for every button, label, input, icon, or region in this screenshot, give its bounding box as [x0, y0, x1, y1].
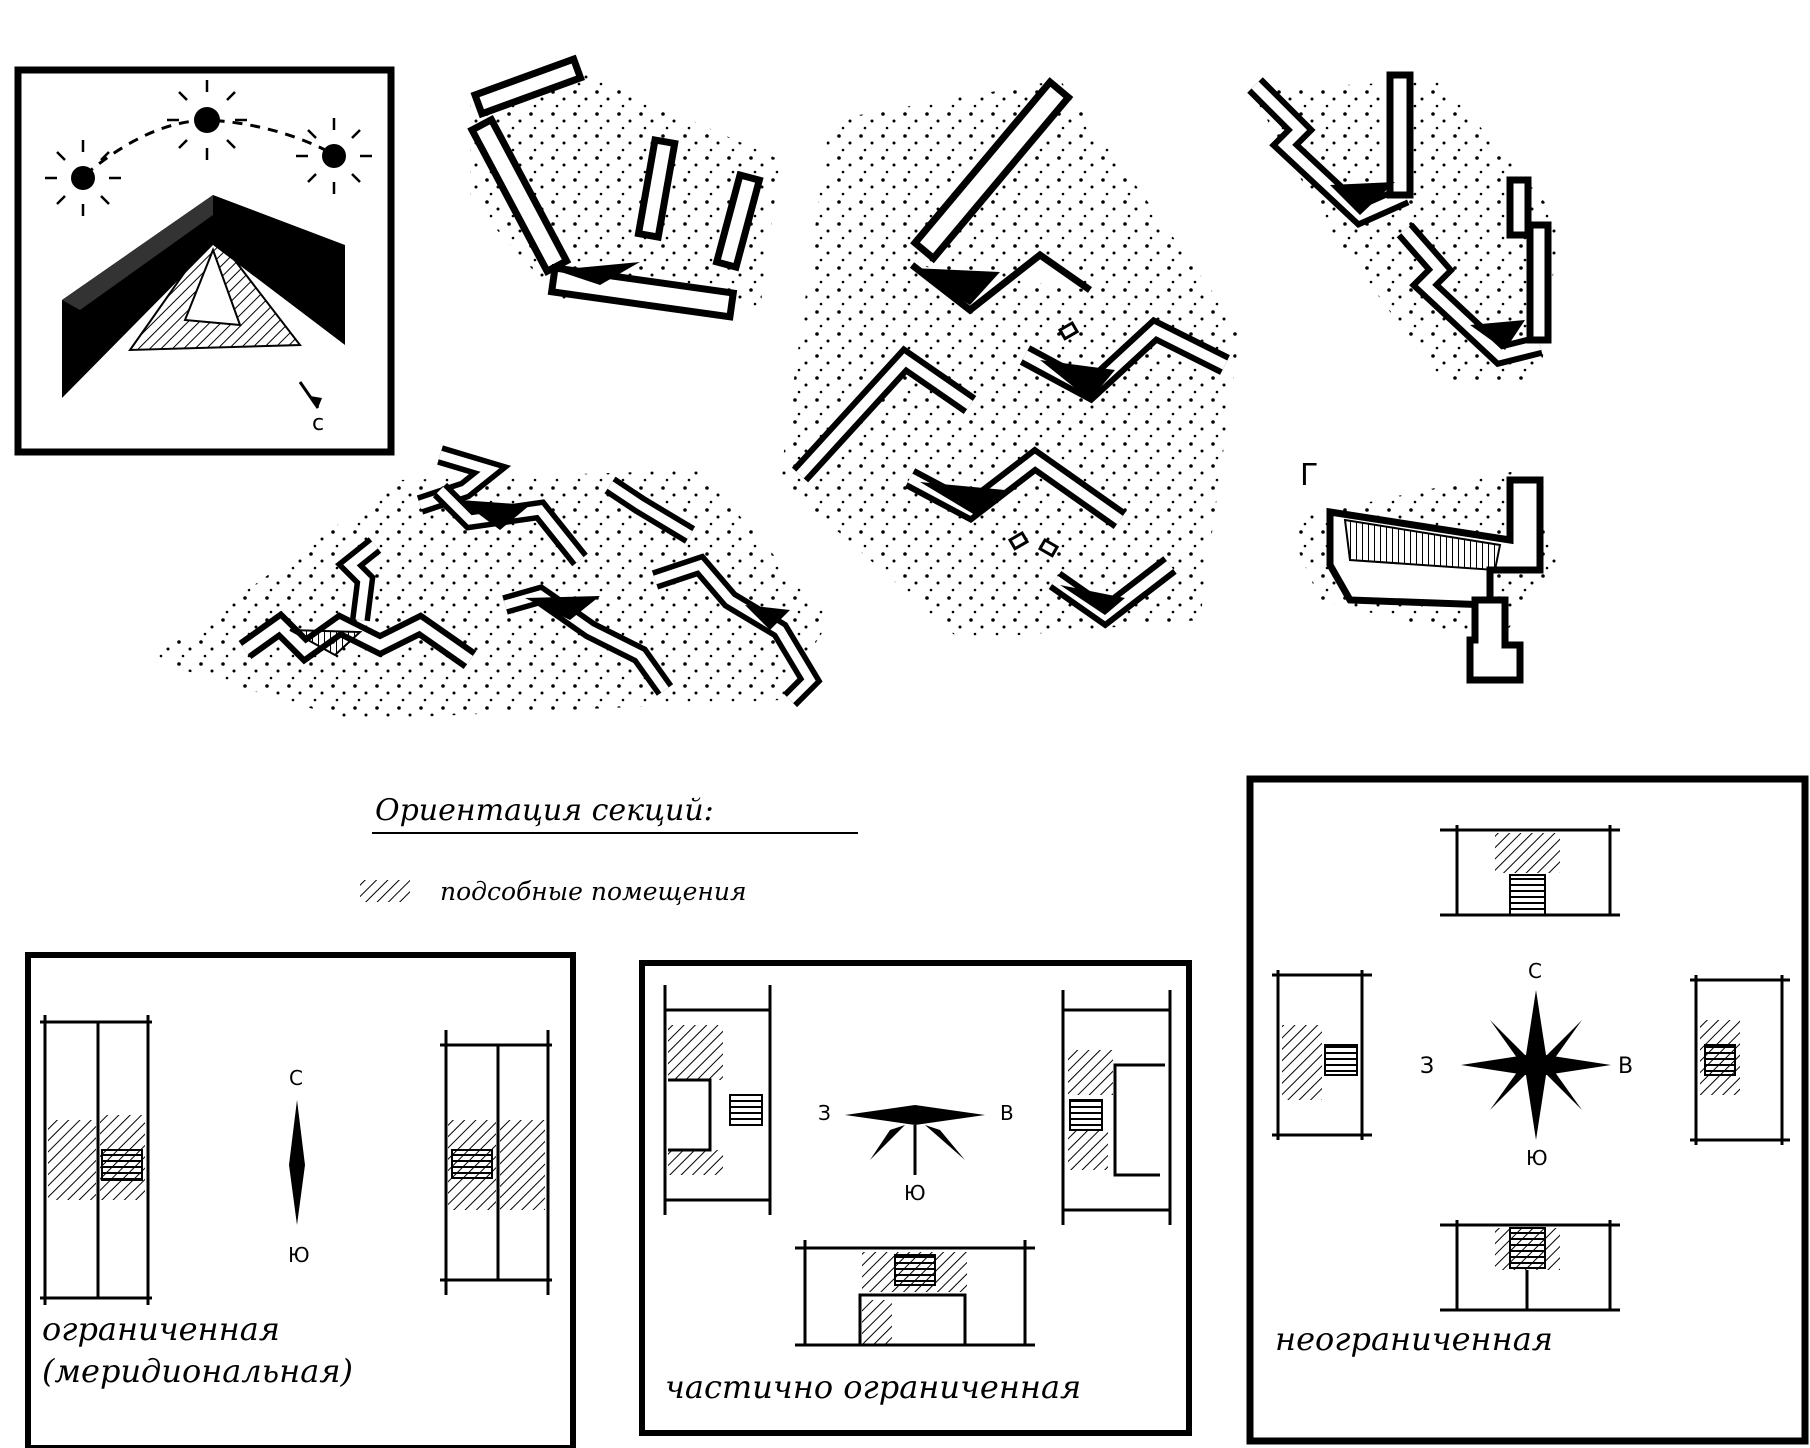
sun-icon-middle: [167, 80, 247, 160]
hatch-swatch: [360, 880, 410, 902]
legend: Ориентация секций: подсобные помещения: [360, 793, 858, 906]
site-plan-d: [150, 445, 830, 720]
section-plan-north: [1440, 825, 1620, 917]
compass-north-label: С: [1528, 959, 1542, 983]
label-unrestricted: неограниченная: [1275, 1320, 1553, 1358]
panel-partial: З В Ю частично ограниченная: [639, 960, 1192, 1436]
site-plan-b: [780, 77, 1240, 640]
sun-icon-right: [296, 118, 372, 194]
section-plan-east: [1690, 975, 1790, 1145]
compass-south-label: Ю: [1526, 1146, 1548, 1170]
variant-g-label: Г: [1300, 458, 1318, 493]
compass-west-label: З: [1420, 1054, 1434, 1079]
north-marker-label: с: [312, 411, 324, 436]
section-plan-right: [440, 1030, 552, 1295]
legend-auxiliary-rooms: подсобные помещения: [440, 877, 747, 906]
section-plan-south: [795, 1240, 1035, 1347]
compass-west-east-south-icon: З В Ю: [818, 1101, 1014, 1205]
compass-north-label: С: [289, 1066, 303, 1090]
sun-diagram: с: [14, 66, 395, 456]
section-plan-south: [1440, 1220, 1620, 1312]
compass-south-label: Ю: [904, 1181, 926, 1205]
section-plan-left: [40, 1015, 152, 1305]
section-plan-west: [1272, 970, 1372, 1140]
legend-title: Ориентация секций:: [375, 793, 714, 828]
panel-meridional: С Ю ограниченная (меридиональная): [25, 952, 576, 1448]
compass-west-label: З: [818, 1101, 831, 1125]
panel-unrestricted: С З В Ю неограниченная: [1246, 775, 1809, 1445]
sun-icon-left: [45, 140, 121, 216]
label-meridional-line2: (меридиональная): [42, 1352, 353, 1390]
compass-rose-icon: С З В Ю: [1420, 959, 1633, 1170]
label-meridional-line1: ограниченная: [42, 1310, 280, 1348]
compass-east-label: В: [1618, 1054, 1633, 1079]
site-plan-a: [467, 54, 780, 321]
compass-east-label: В: [1000, 1101, 1014, 1125]
compass-north-south-icon: С Ю: [288, 1066, 310, 1267]
site-plan-g: Г: [1285, 458, 1560, 684]
section-plan-west: [663, 985, 772, 1215]
compass-south-label: Ю: [288, 1243, 310, 1267]
site-plan-c: [1247, 71, 1560, 380]
label-partial: частично ограниченная: [665, 1368, 1081, 1406]
section-plan-east: [1061, 990, 1172, 1225]
